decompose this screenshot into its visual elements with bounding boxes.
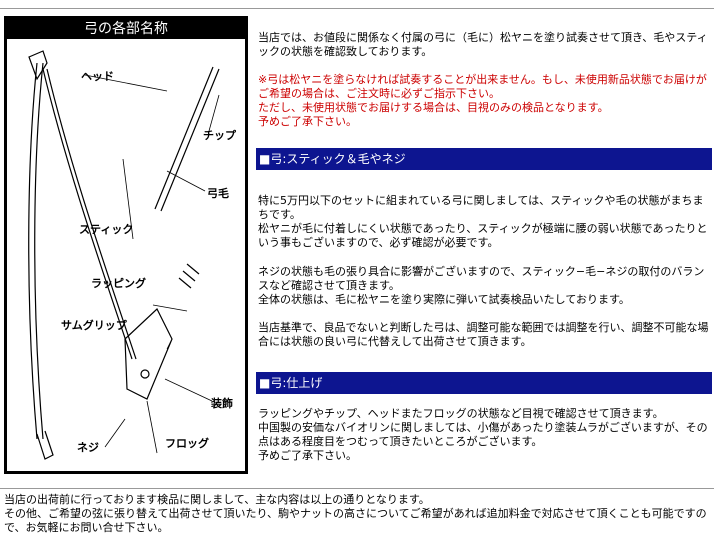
section-heading-finish: ■弓:仕上げ (256, 372, 712, 394)
top-divider (0, 8, 714, 9)
label-head: ヘッド (81, 70, 114, 83)
section-heading-stick: ■弓:スティック＆毛やネジ (256, 148, 712, 170)
intro-text: 当店では、お値段に関係なく付属の弓に（毛に）松ヤニを塗り試奏させて頂き、毛やステ… (258, 31, 708, 58)
footer-line-1: 当店の出荷前に行っております検品に関しまして、主な内容は以上の通りとなります。 (4, 493, 430, 506)
bow-illustration (28, 50, 220, 460)
footer-line-2: その他、ご希望の弦に張り替えて出荷させて頂いたり、駒やナットの高さについてご希望… (4, 507, 707, 534)
label-thumb-grip: サムグリップ (61, 319, 127, 332)
footer-text: 当店の出荷前に行っております検品に関しまして、主な内容は以上の通りとなります。 … (4, 493, 710, 535)
label-ornament: 装飾 (211, 397, 233, 410)
label-tip: チップ (203, 129, 236, 142)
intro-note: ※弓は松ヤニを塗らなければ試奏することが出来ません。もし、未使用新品状態でお届け… (258, 73, 707, 128)
stick-outline (28, 62, 38, 440)
label-screw: ネジ (77, 441, 99, 454)
section1-paragraph-1: 特に5万円以下のセットに組まれている弓に関しましては、スティックや毛の状態がまち… (258, 194, 708, 249)
label-frog: フロッグ (165, 437, 209, 450)
label-stick: スティック (79, 223, 134, 236)
section1-paragraph-2: ネジの状態も毛の張り具合に影響がございますので、スティック−毛−ネジの取付のバラ… (258, 265, 705, 306)
bow-diagram: 弓の各部名称 (4, 16, 248, 474)
label-wrapping: ラッピング (91, 277, 146, 290)
footer-divider (0, 488, 714, 489)
label-hair: 弓毛 (207, 187, 229, 200)
section2-paragraph-1: ラッピングやチップ、ヘッドまたフロッグの状態など目視で確認させて頂きます。 中国… (258, 407, 708, 462)
diagram-title: 弓の各部名称 (7, 19, 245, 39)
section1-paragraph-3: 当店基準で、良品でないと判断した弓は、調整可能な範囲では調整を行い、調整不可能な… (258, 321, 709, 348)
